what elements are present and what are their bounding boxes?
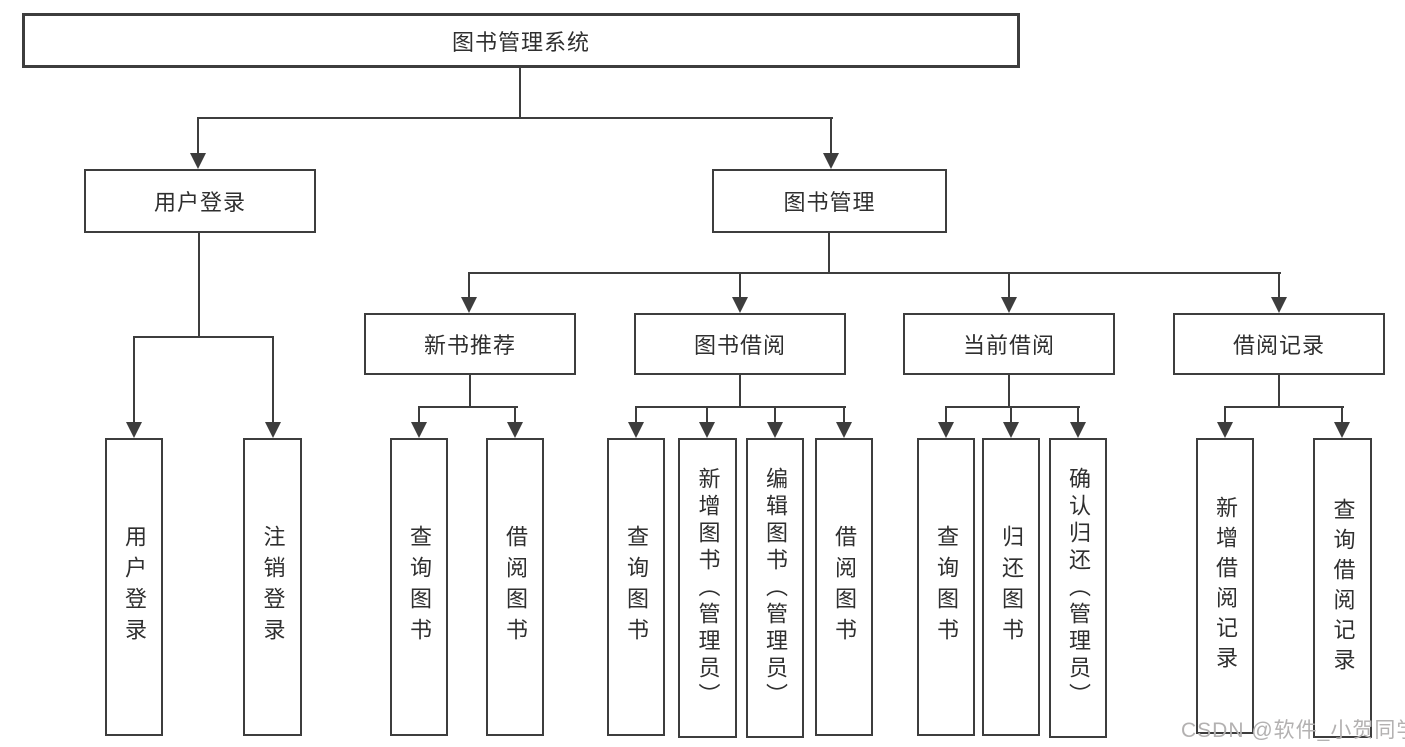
- arrowhead-icon: [1271, 297, 1287, 313]
- node-label: 新增图书（管理员）: [695, 466, 721, 710]
- connector-line: [198, 233, 200, 336]
- node-book-management: 图书管理: [712, 169, 947, 233]
- connector-line: [133, 336, 274, 338]
- node-label: 用户登录: [153, 190, 246, 215]
- connector-line: [945, 406, 947, 422]
- arrowhead-icon: [732, 297, 748, 313]
- node-label: 确认归还（管理员）: [1066, 466, 1091, 710]
- arrowhead-icon: [628, 422, 644, 438]
- connector-line: [519, 68, 521, 117]
- leaf-edit-books-admin: 编辑图书（管理员）: [746, 438, 804, 738]
- arrowhead-icon: [461, 297, 477, 313]
- csdn-watermark: CSDN @软件_小贺同学: [1181, 719, 1405, 742]
- connector-line: [418, 406, 518, 408]
- connector-line: [1224, 406, 1344, 408]
- connector-line: [514, 406, 516, 422]
- node-label: 当前借阅: [962, 333, 1055, 358]
- arrowhead-icon: [823, 153, 839, 169]
- connector-line: [706, 406, 708, 422]
- leaf-add-books-admin: 新增图书（管理员）: [678, 438, 737, 738]
- connector-line: [1077, 406, 1079, 422]
- leaf-query-books-recommend: 查询图书: [390, 438, 448, 736]
- connector-line: [828, 233, 830, 274]
- node-label: 查询图书: [934, 525, 959, 649]
- node-label: 查询图书: [407, 525, 432, 649]
- leaf-add-borrow-record: 新增借阅记录: [1196, 438, 1254, 734]
- arrowhead-icon: [699, 422, 715, 438]
- node-user-login: 用户登录: [84, 169, 316, 233]
- connector-line: [1278, 375, 1280, 406]
- connector-line: [635, 406, 846, 408]
- node-label: 图书借阅: [693, 333, 786, 358]
- leaf-borrow-books-recommend: 借阅图书: [486, 438, 544, 736]
- arrowhead-icon: [126, 422, 142, 438]
- leaf-query-books-borrowing: 查询图书: [607, 438, 665, 736]
- arrowhead-icon: [411, 422, 427, 438]
- leaf-user-login: 用户登录: [105, 438, 163, 736]
- connector-line: [272, 336, 274, 422]
- node-label: 借阅图书: [503, 525, 528, 649]
- leaf-return-books: 归还图书: [982, 438, 1040, 736]
- connector-line: [468, 272, 470, 297]
- connector-line: [739, 272, 741, 297]
- node-label: 新书推荐: [423, 333, 516, 358]
- arrowhead-icon: [1001, 297, 1017, 313]
- connector-line: [468, 272, 1281, 274]
- connector-line: [1341, 406, 1343, 422]
- arrowhead-icon: [1003, 422, 1019, 438]
- arrowhead-icon: [190, 153, 206, 169]
- connector-line: [133, 336, 135, 422]
- node-label: 用户登录: [122, 525, 147, 649]
- leaf-borrow-books-borrowing: 借阅图书: [815, 438, 873, 736]
- connector-line: [197, 117, 199, 154]
- connector-line: [1010, 406, 1012, 422]
- arrowhead-icon: [1334, 422, 1350, 438]
- connector-line: [774, 406, 776, 422]
- connector-line: [1278, 272, 1280, 297]
- arrowhead-icon: [265, 422, 281, 438]
- node-label: 查询借阅记录: [1330, 498, 1356, 678]
- node-label: 借阅图书: [832, 525, 857, 649]
- leaf-confirm-return-admin: 确认归还（管理员）: [1049, 438, 1107, 738]
- arrowhead-icon: [938, 422, 954, 438]
- leaf-query-borrow-record: 查询借阅记录: [1313, 438, 1372, 738]
- arrowhead-icon: [767, 422, 783, 438]
- node-borrowing-records: 借阅记录: [1173, 313, 1385, 375]
- connector-line: [1224, 406, 1226, 422]
- node-label: 新增借阅记录: [1213, 496, 1238, 676]
- leaf-logout: 注销登录: [243, 438, 302, 736]
- node-label: 编辑图书（管理员）: [763, 466, 788, 710]
- node-current-borrowing: 当前借阅: [903, 313, 1115, 375]
- node-library-management-system: 图书管理系统: [22, 13, 1020, 68]
- node-label: 注销登录: [260, 525, 286, 649]
- node-new-book-recommend: 新书推荐: [364, 313, 576, 375]
- node-label: 借阅记录: [1232, 333, 1325, 358]
- connector-line: [843, 406, 845, 422]
- arrowhead-icon: [507, 422, 523, 438]
- arrowhead-icon: [1070, 422, 1086, 438]
- node-label: 图书管理系统: [451, 29, 590, 55]
- leaf-query-books-current: 查询图书: [917, 438, 975, 736]
- connector-line: [945, 406, 1080, 408]
- node-label: 查询图书: [624, 525, 649, 649]
- node-label: 图书管理: [783, 190, 876, 215]
- connector-line: [1008, 375, 1010, 406]
- connector-line: [1008, 272, 1010, 297]
- connector-line: [830, 117, 832, 154]
- arrowhead-icon: [836, 422, 852, 438]
- arrowhead-icon: [1217, 422, 1233, 438]
- connector-line: [197, 117, 833, 119]
- connector-line: [739, 375, 741, 406]
- connector-line: [418, 406, 420, 422]
- node-label: 归还图书: [999, 525, 1024, 649]
- node-book-borrowing: 图书借阅: [634, 313, 846, 375]
- connector-line: [469, 375, 471, 406]
- connector-line: [635, 406, 637, 422]
